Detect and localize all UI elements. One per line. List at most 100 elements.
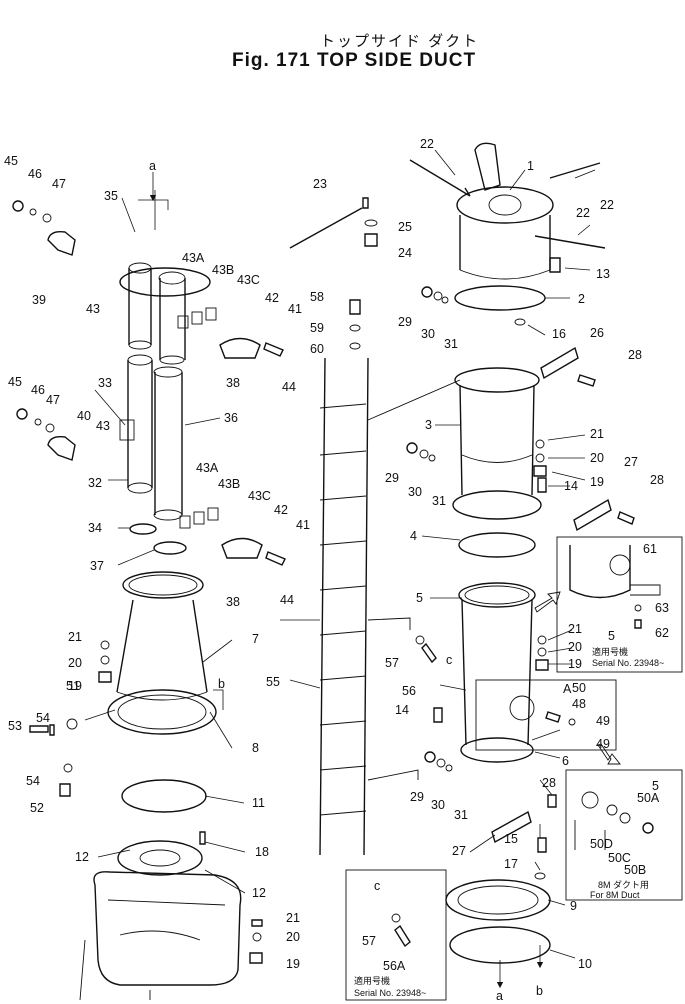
reference-a-top: a [149,159,156,173]
gasket-2 [454,285,546,311]
reference-c-mid: c [446,653,452,667]
reference-a-bottom: a [496,989,503,1003]
callout-29-mid: 29 [385,471,399,485]
callout-33: 33 [98,376,112,390]
serial-upper-jp: 適用号機 [592,646,628,657]
callout-40: 40 [77,409,91,423]
callout-19-left: 19 [68,679,82,693]
callout-9: 9 [570,899,577,913]
callout-22-lower: 22 [576,206,590,220]
seal-ring-37 [153,541,187,555]
callout-41-upper: 41 [288,302,302,316]
callout-50: 50 [572,681,586,695]
inset-captions: 適用号機 Serial No. 23948~ 適用号機 Serial No. 2… [354,646,664,998]
leader-lines [84,149,596,959]
callout-19-base: 19 [286,957,300,971]
callout-46-lower: 46 [31,383,45,397]
duct-3-top [454,367,540,393]
callout-21-left: 21 [68,630,82,644]
duct-3-bottom-flange [452,490,542,520]
gasket-10 [449,926,551,964]
callout-30-mid: 30 [408,485,422,499]
reference-b-bottom: b [536,984,543,998]
callout-43-upper: 43 [86,302,100,316]
callout-28-mid: 28 [650,473,664,487]
callout-19-lower-right: 19 [568,657,582,671]
figure-title-japanese: トップサイド ダクト [320,33,480,50]
callout-20-lower-right: 20 [568,640,582,654]
callout-12-right: 12 [252,886,266,900]
funnel-duct [116,599,208,693]
clamp-40 [47,435,76,461]
callout-labels: 1 2 3 4 5 5 5 6 7 8 9 10 11 12 12 13 14 … [4,137,669,1003]
plate-27-lower [491,810,532,844]
callout-51: 51 [66,679,80,693]
plate-26 [540,346,579,380]
callout-50D: 50D [590,837,613,851]
callout-44-lower: 44 [280,593,294,607]
duct-5-body [461,599,533,746]
callout-18: 18 [255,845,269,859]
callout-50B: 50B [624,863,646,877]
callout-25: 25 [398,220,412,234]
callout-20-upper-right: 20 [590,451,604,465]
callout-62: 62 [655,626,669,640]
inset-serial-lower [345,869,447,1001]
callout-48: 48 [572,697,586,711]
figure-title: Fig. 171 TOP SIDE DUCT [232,50,477,71]
callout-28-upper: 28 [628,348,642,362]
callout-13: 13 [596,267,610,281]
duct-3-body [459,384,535,496]
callout-43C-upper: 43C [237,273,260,287]
inset-serial-middle [475,679,617,751]
callout-37: 37 [90,559,104,573]
callout-43C-lower: 43C [248,489,271,503]
callout-57-main: 57 [385,656,399,670]
lower-pipes [127,360,183,515]
callout-15: 15 [504,832,518,846]
callout-49-secondary: 49 [596,737,610,751]
callout-43B-lower: 43B [218,477,240,491]
callout-54-lower: 54 [26,774,40,788]
duct-8m: For 8M Duct [590,890,640,900]
serial-lower-jp: 適用号機 [354,975,390,986]
callout-5-main: 5 [416,591,423,605]
callout-47-upper: 47 [52,177,66,191]
callout-34: 34 [88,521,102,535]
serial-lower: Serial No. 23948~ [354,988,426,998]
callout-26: 26 [590,326,604,340]
callout-14-lower: 14 [395,703,409,717]
callout-22-right: 22 [600,198,614,212]
callout-27-lower: 27 [452,844,466,858]
callout-56: 56 [402,684,416,698]
seal-ring-34 [129,523,157,535]
callout-63: 63 [655,601,669,615]
callout-16: 16 [552,327,566,341]
callout-30-upper: 30 [421,327,435,341]
callout-22-left: 22 [420,137,434,151]
callout-21-upper-right: 21 [590,427,604,441]
upper-twin-pipes [128,268,186,360]
callout-24: 24 [398,246,412,260]
callout-58: 58 [310,290,324,304]
callout-23: 23 [313,177,327,191]
rods-22 [409,159,606,249]
upper-flange [119,267,211,297]
callout-60: 60 [310,342,324,356]
ladder-assembly [289,159,606,856]
callout-36: 36 [224,411,238,425]
serial-upper: Serial No. 23948~ [592,658,664,668]
callout-17: 17 [504,857,518,871]
callout-5-inset-upper: 5 [608,629,615,643]
rod-23 [289,207,363,249]
callout-32: 32 [88,476,102,490]
callout-29-lower: 29 [410,790,424,804]
base-housing [93,871,242,986]
clamp-39 [47,230,76,256]
callout-42-upper: 42 [265,291,279,305]
right-duct-assembly [406,142,635,989]
ladder-rails [319,357,369,856]
callout-57-inset: 57 [362,934,376,948]
duct-8m-jp: 8M ダクト用 [598,879,649,890]
